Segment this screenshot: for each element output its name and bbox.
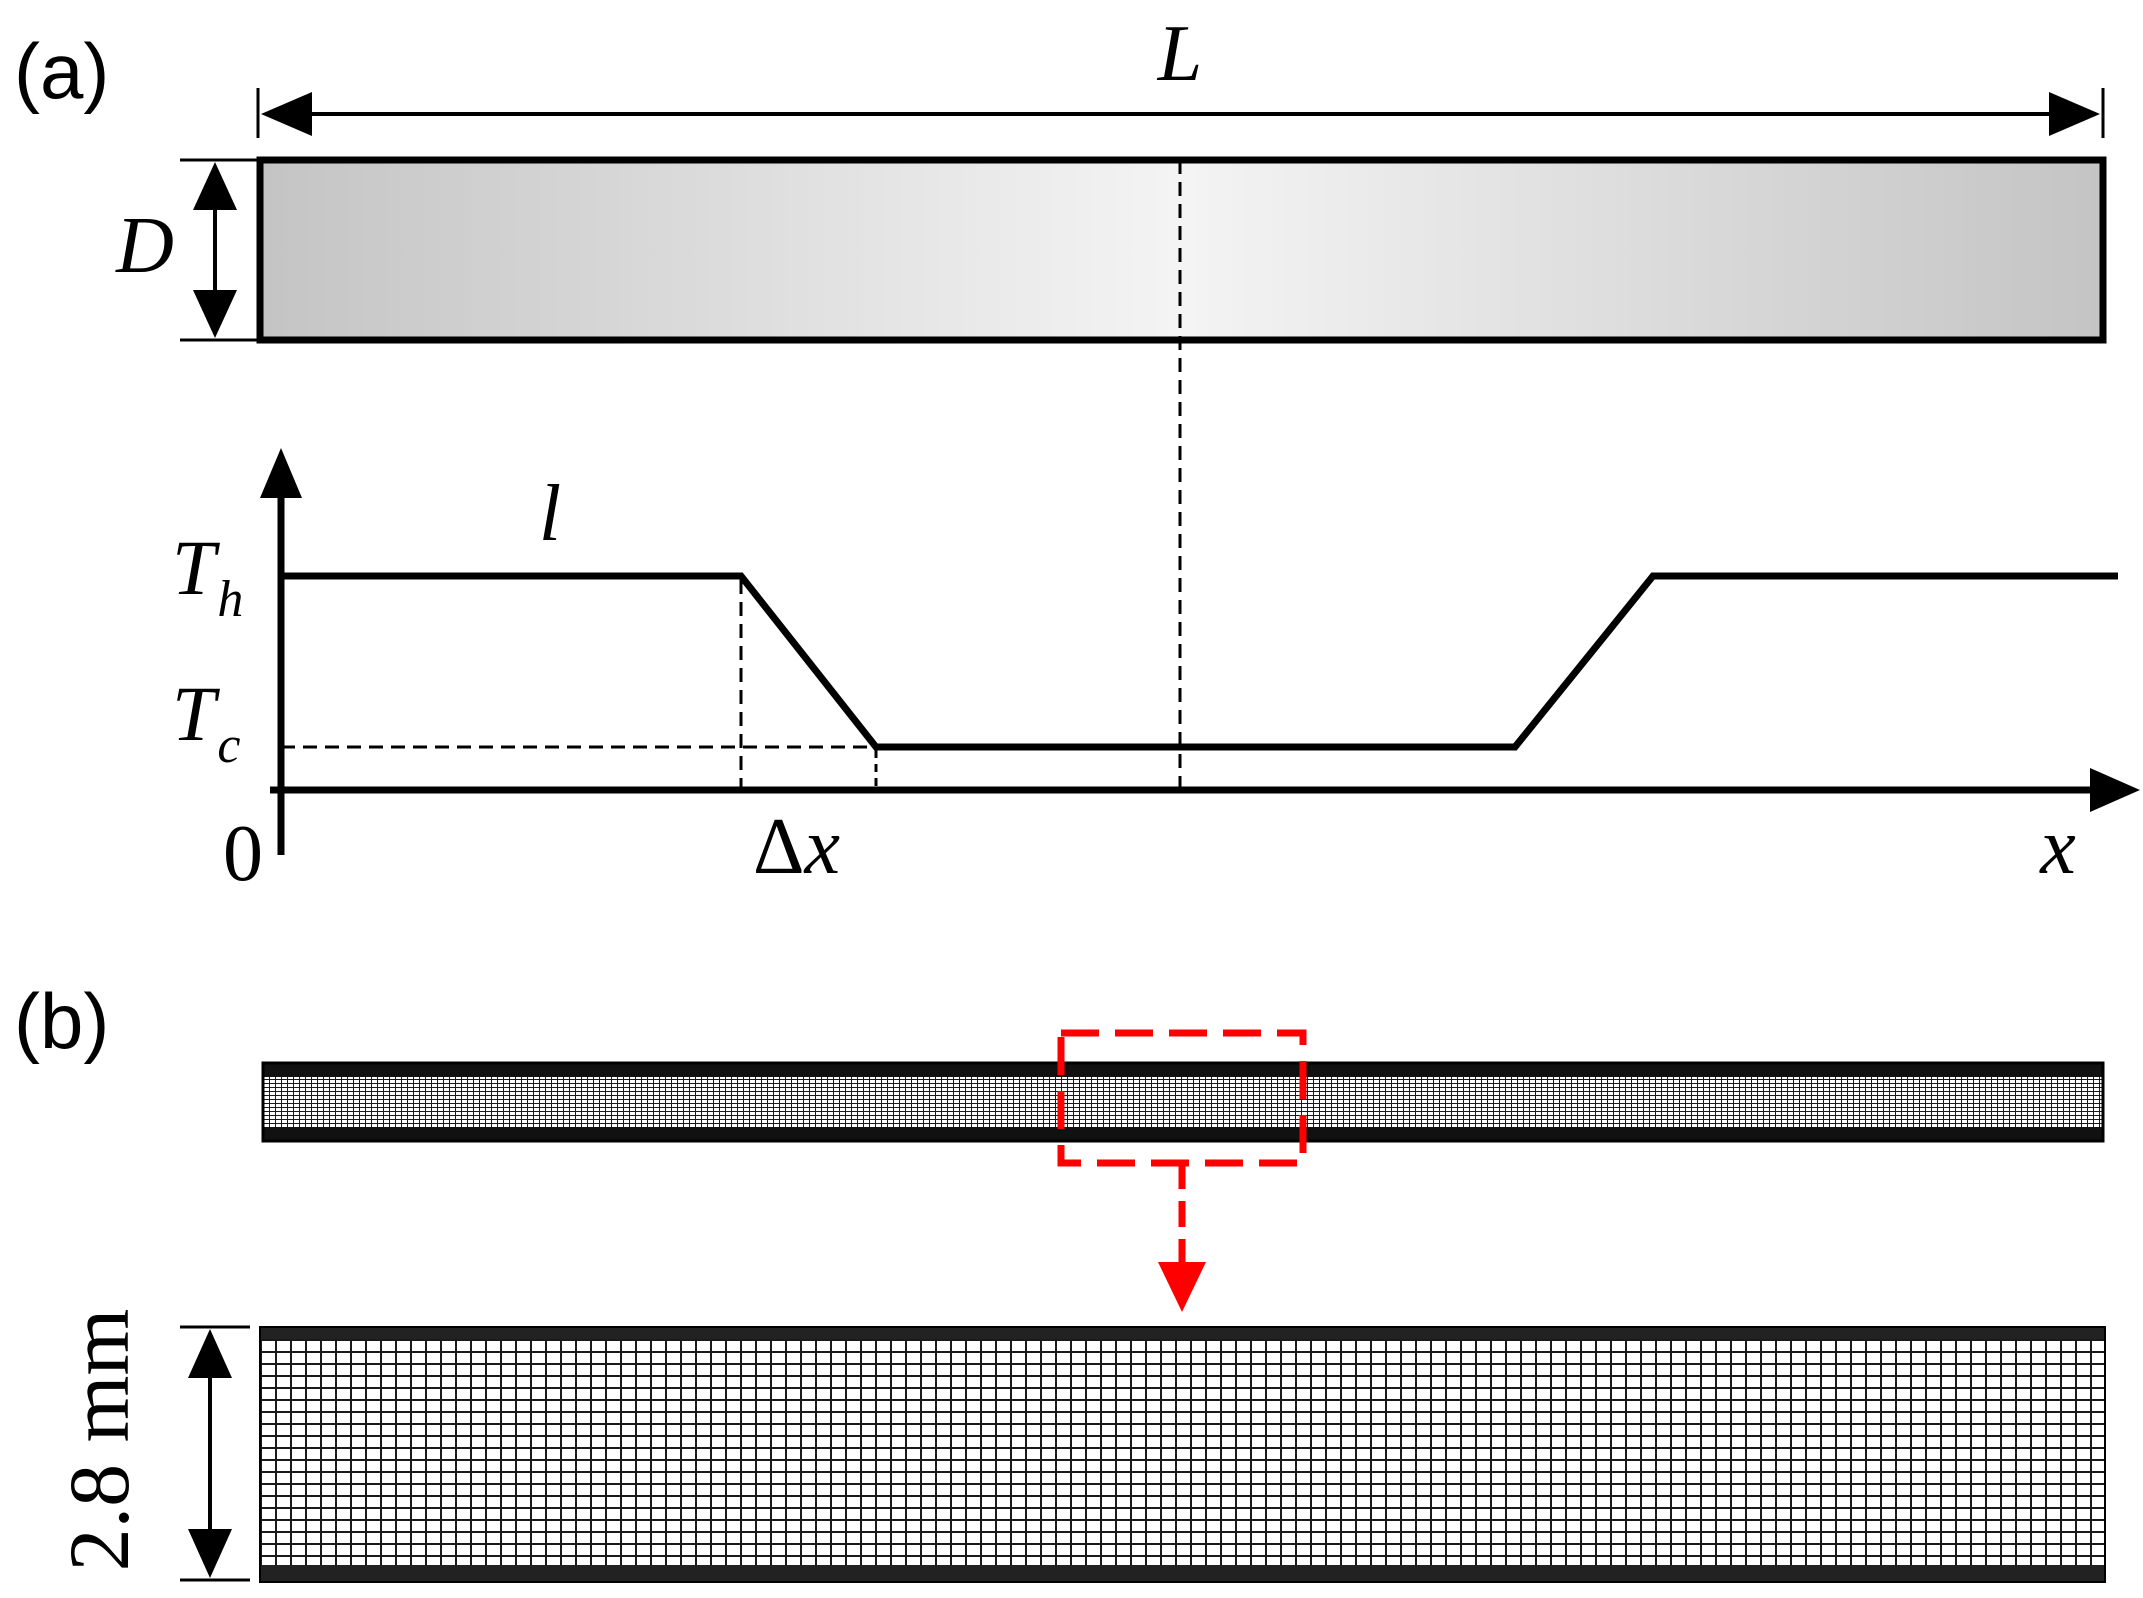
x-axis-label: x bbox=[2039, 803, 2076, 891]
zoom-arrowhead bbox=[1158, 1262, 1206, 1312]
arrowhead-up bbox=[193, 162, 237, 210]
temperature-profile: Th Tc l 0 Δx x bbox=[172, 448, 2140, 898]
panel-b-label: (b) bbox=[14, 977, 109, 1065]
origin-label: 0 bbox=[223, 810, 263, 898]
panel-a-label: (a) bbox=[14, 27, 109, 115]
region-label: l bbox=[539, 470, 561, 558]
y-axis-arrowhead bbox=[260, 448, 302, 498]
length-label: L bbox=[1157, 10, 1203, 98]
profile-curve bbox=[281, 572, 2118, 751]
scale-dimension: 2.8 mm bbox=[51, 1309, 250, 1582]
scale-arrowhead-up bbox=[188, 1329, 232, 1378]
panel-a: (a) L D bbox=[14, 10, 2140, 898]
arrowhead-down bbox=[193, 290, 237, 338]
delta-x-label: Δx bbox=[753, 803, 840, 891]
hot-temperature-label: Th bbox=[172, 524, 243, 628]
panel-b: (b) 2.8 mm bbox=[14, 977, 2106, 1583]
scale-arrowhead-down bbox=[188, 1529, 232, 1578]
arrowhead-right bbox=[2049, 92, 2100, 136]
mesh-overview bbox=[261, 1061, 2105, 1143]
thickness-label: D bbox=[115, 202, 174, 290]
mesh-detail bbox=[259, 1326, 2106, 1583]
length-dimension: L bbox=[256, 10, 2105, 138]
scale-label: 2.8 mm bbox=[51, 1309, 147, 1572]
x-axis-arrowhead bbox=[2090, 768, 2140, 812]
cold-temperature-label: Tc bbox=[172, 670, 240, 774]
arrowhead-left bbox=[261, 92, 312, 136]
zoom-indicator bbox=[1057, 1029, 1307, 1312]
thickness-dimension: D bbox=[115, 158, 262, 342]
